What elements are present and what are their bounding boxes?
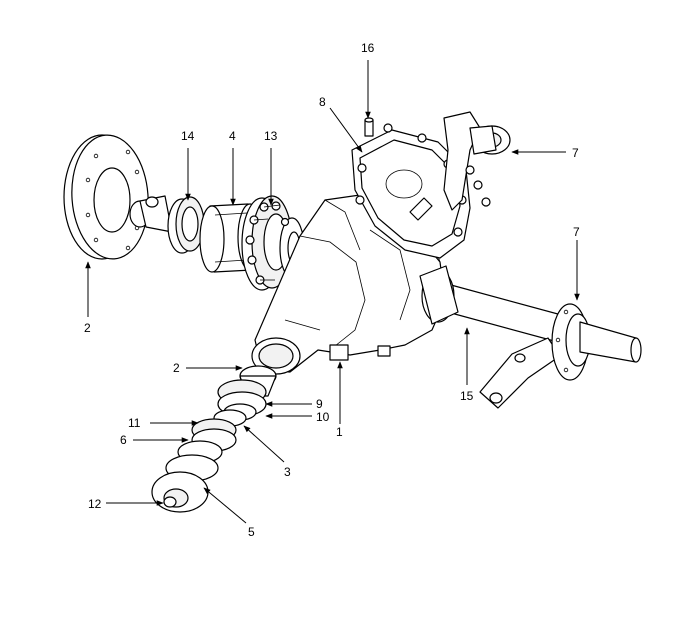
pinion-stack <box>151 365 277 513</box>
bracket-lower-part <box>479 337 561 409</box>
bolt-set <box>245 201 290 285</box>
callout-12: 12 <box>88 497 102 511</box>
callout-8: 8 <box>319 95 326 109</box>
callout-5: 5 <box>248 525 255 539</box>
callout-16: 16 <box>361 41 375 55</box>
flange-plate-part <box>63 134 149 260</box>
callout-10: 10 <box>316 410 330 424</box>
callout-15: 15 <box>460 389 474 403</box>
axle-tube-part <box>419 265 581 349</box>
bearing-part-14 <box>167 196 205 254</box>
callout-7-top: 7 <box>572 146 579 160</box>
breather-part <box>364 117 374 137</box>
callout-11: 11 <box>128 416 141 430</box>
yoke-part <box>129 195 173 233</box>
callout-2-left: 2 <box>84 321 91 335</box>
callout-2-bottom: 2 <box>173 361 180 375</box>
cover-plate-part <box>351 123 471 259</box>
axle-end-part <box>551 303 642 381</box>
leader-lines <box>85 60 580 524</box>
callout-4: 4 <box>229 129 236 143</box>
callout-14: 14 <box>181 129 195 143</box>
callout-3: 3 <box>284 465 291 479</box>
callout-1: 1 <box>336 425 343 439</box>
bracket-upper-part <box>443 111 511 211</box>
callout-7-right: 7 <box>573 225 580 239</box>
callout-labels: 2 14 4 13 16 8 7 7 15 1 2 9 10 3 11 6 5 … <box>84 41 580 539</box>
callout-13: 13 <box>264 129 278 143</box>
callout-9: 9 <box>316 397 323 411</box>
callout-6: 6 <box>120 433 127 447</box>
